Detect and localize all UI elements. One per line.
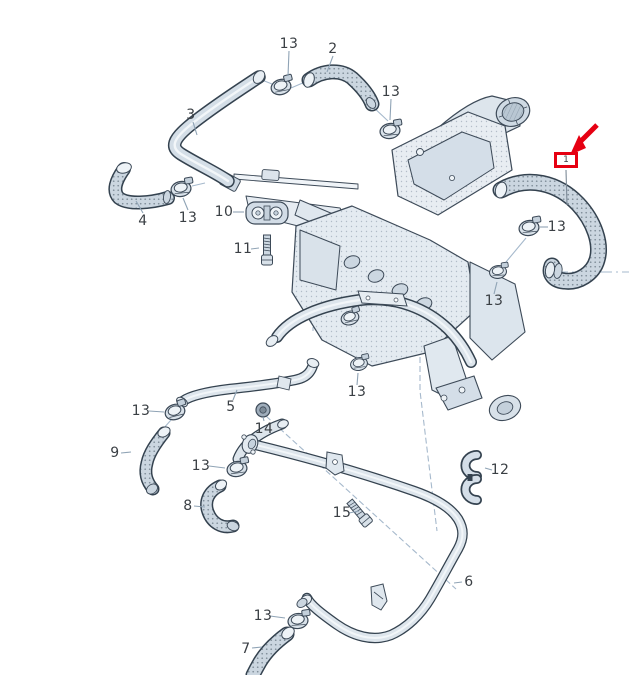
highlight-arrow-icon <box>570 123 599 155</box>
part-callout[interactable]: 13 <box>178 210 198 226</box>
grommet-14 <box>255 402 271 418</box>
engine-assembly <box>219 95 531 422</box>
part-callout[interactable]: 7 <box>241 641 251 657</box>
hose-7 <box>245 626 295 675</box>
part-callout[interactable]: 13 <box>381 84 401 100</box>
part-callout[interactable]: 6 <box>464 574 474 590</box>
part-callout[interactable]: 3 <box>186 107 196 123</box>
part-callout[interactable]: 13 <box>253 608 273 624</box>
part-callout[interactable]: 12 <box>490 462 510 478</box>
part-callout[interactable]: 15 <box>332 505 352 521</box>
part-callout[interactable]: 14 <box>254 421 274 437</box>
part-callout[interactable]: 10 <box>214 204 234 220</box>
hose-8 <box>200 479 240 534</box>
bracket-10 <box>245 201 289 225</box>
bolt-11 <box>261 234 273 266</box>
part-callout[interactable]: 13 <box>547 219 567 235</box>
part-callout[interactable]: 4 <box>138 213 148 229</box>
part-callout[interactable]: 5 <box>226 399 236 415</box>
hose-9 <box>139 426 171 496</box>
part-callout[interactable]: 13 <box>484 293 504 309</box>
part-callout[interactable]: 2 <box>328 41 338 57</box>
pipe-5 <box>176 358 320 465</box>
part-callout[interactable]: 8 <box>183 498 193 514</box>
hose-3 <box>168 70 266 188</box>
leader-stubs <box>120 50 568 649</box>
part-callout[interactable]: 13 <box>191 458 211 474</box>
pipe-6 <box>241 434 468 644</box>
part-callout[interactable]: 11 <box>233 241 253 257</box>
holder-12 <box>460 450 482 505</box>
part-callout[interactable]: 13 <box>131 403 151 419</box>
hose-4 <box>108 162 175 210</box>
coolant-pipe-middle <box>265 290 477 368</box>
part-callout[interactable]: 13 <box>279 36 299 52</box>
part-callout[interactable]: 13 <box>347 384 367 400</box>
highlighted-part-callout[interactable]: 1 <box>554 152 578 168</box>
hose-2 <box>301 64 380 112</box>
part-callout[interactable]: 9 <box>110 445 120 461</box>
hose-1-highlighted <box>492 173 607 290</box>
